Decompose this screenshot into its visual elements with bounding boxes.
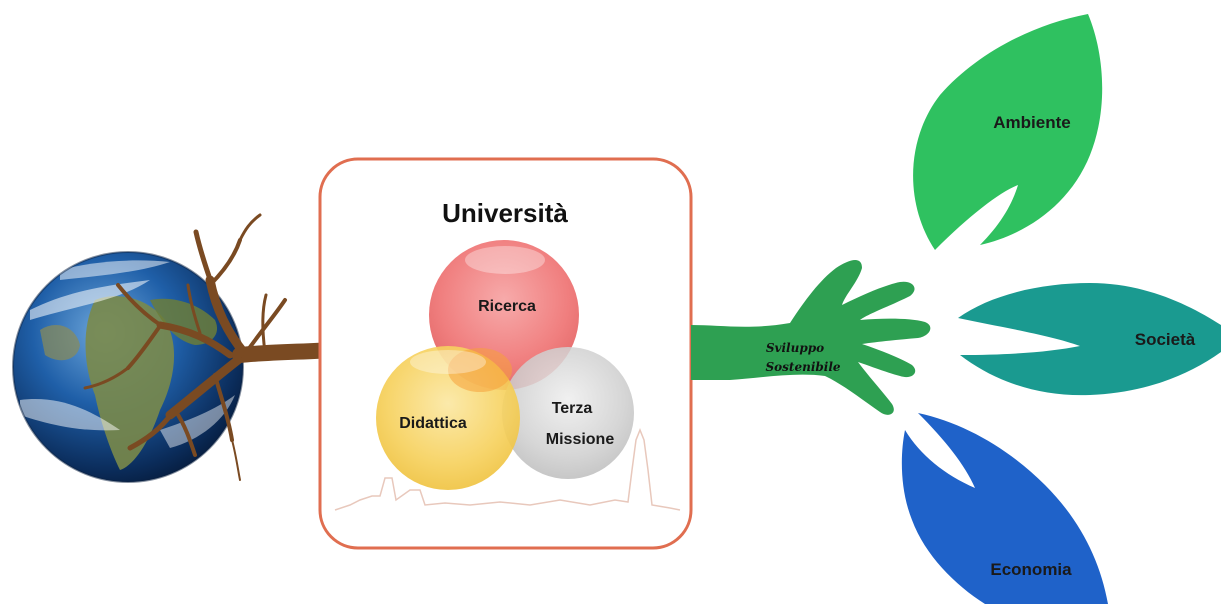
economia-label: Economia xyxy=(990,560,1072,579)
hand-label-line2: Sostenibile xyxy=(765,360,840,374)
leaf-societa xyxy=(958,283,1221,396)
leaf-ambiente xyxy=(913,14,1103,250)
terza-label: Terza xyxy=(552,400,593,417)
ambiente-label: Ambiente xyxy=(993,113,1070,132)
ricerca-label: Ricerca xyxy=(478,298,536,315)
tree-roots xyxy=(83,213,354,481)
leaf-economia xyxy=(901,413,1108,604)
missione-label: Missione xyxy=(546,431,615,448)
city-skyline xyxy=(334,427,681,511)
green-hand xyxy=(691,260,931,415)
societa-label: Società xyxy=(1135,330,1196,349)
university-title: Università xyxy=(442,198,568,228)
hand-label-line1: Sviluppo xyxy=(766,341,824,355)
didattica-label: Didattica xyxy=(399,415,467,432)
terza-missione-circle xyxy=(502,347,634,479)
venn-diagram xyxy=(376,240,634,490)
